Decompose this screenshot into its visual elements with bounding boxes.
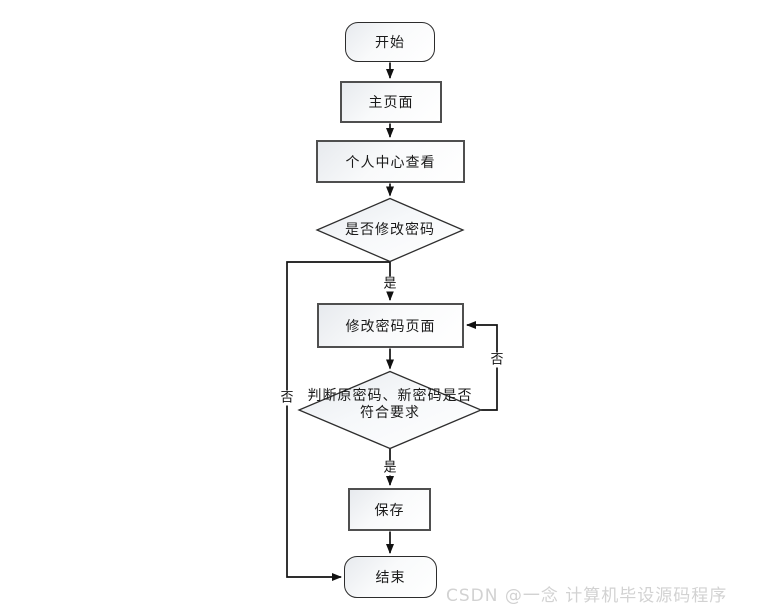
decision-password-valid-label-line2: 符合要求 xyxy=(360,405,420,421)
node-save: 保存 xyxy=(348,488,431,531)
decision-modify-password-label: 是否修改密码 xyxy=(345,222,435,238)
node-start-label: 开始 xyxy=(375,35,405,51)
edge-label-yes-2: 是 xyxy=(381,460,399,476)
edge-decision2-changepwd-no xyxy=(466,321,498,411)
edge-label-no-right: 否 xyxy=(488,352,506,368)
node-end-label: 结束 xyxy=(375,570,406,586)
decision-modify-password-diamond xyxy=(315,197,465,263)
node-change-password-page: 修改密码页面 xyxy=(317,303,464,348)
decision-password-valid-label-line1: 判断原密码、新密码是否 xyxy=(307,388,473,404)
edge-label-yes-1: 是 xyxy=(381,276,399,292)
node-end: 结束 xyxy=(344,556,437,598)
node-personal-center-label: 个人中心查看 xyxy=(345,154,436,171)
edge-decision1-end-no xyxy=(286,261,390,581)
csdn-watermark: CSDN @一念 计算机毕设源码程序 xyxy=(446,586,728,606)
node-personal-center: 个人中心查看 xyxy=(316,140,465,183)
node-change-password-page-label: 修改密码页面 xyxy=(345,318,436,335)
decision-password-valid-label: 判断原密码、新密码是否 符合要求 xyxy=(290,388,490,422)
node-save-label: 保存 xyxy=(374,502,405,519)
node-start: 开始 xyxy=(345,22,435,62)
decision-password-valid-diamond xyxy=(297,370,483,450)
node-main-page: 主页面 xyxy=(340,81,442,123)
node-main-page-label: 主页面 xyxy=(368,95,414,111)
edge-label-no-left: 否 xyxy=(278,390,296,406)
